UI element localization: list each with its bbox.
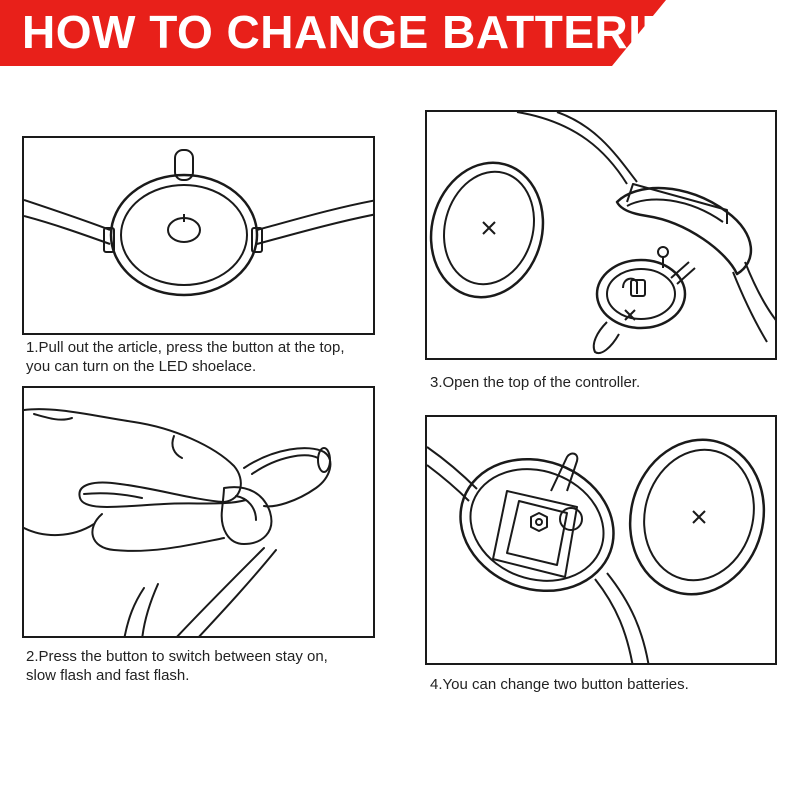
step-2-line-1: 2.Press the button to switch between sta… [26, 648, 328, 665]
step-4-illustration [425, 415, 777, 665]
step-1-illustration [22, 136, 375, 335]
step-1-caption: 1.Pull out the article, press the button… [26, 338, 345, 376]
header-banner: HOW TO CHANGE BATTERIES [0, 0, 800, 66]
step-2-line-2: slow flash and fast flash. [26, 667, 190, 684]
step-4-line-1: 4.You can change two button batteries. [430, 676, 689, 693]
banner-shape [0, 0, 666, 66]
step-3-caption: 3.Open the top of the controller. [430, 373, 640, 392]
step-2-illustration [22, 386, 375, 638]
step-2-caption: 2.Press the button to switch between sta… [26, 647, 328, 685]
page-title: HOW TO CHANGE BATTERIES [22, 6, 704, 58]
step-1-line-2: you can turn on the LED shoelace. [26, 358, 257, 375]
step-4-caption: 4.You can change two button batteries. [430, 675, 689, 694]
step-3-line-1: 3.Open the top of the controller. [430, 374, 641, 391]
open-controller-icon [429, 112, 775, 354]
step-1-line-1: 1.Pull out the article, press the button… [26, 339, 345, 356]
controller-icon [24, 149, 373, 297]
hand-press-icon [24, 408, 332, 636]
battery-swap-icon [427, 438, 766, 663]
step-3-illustration [425, 110, 777, 360]
